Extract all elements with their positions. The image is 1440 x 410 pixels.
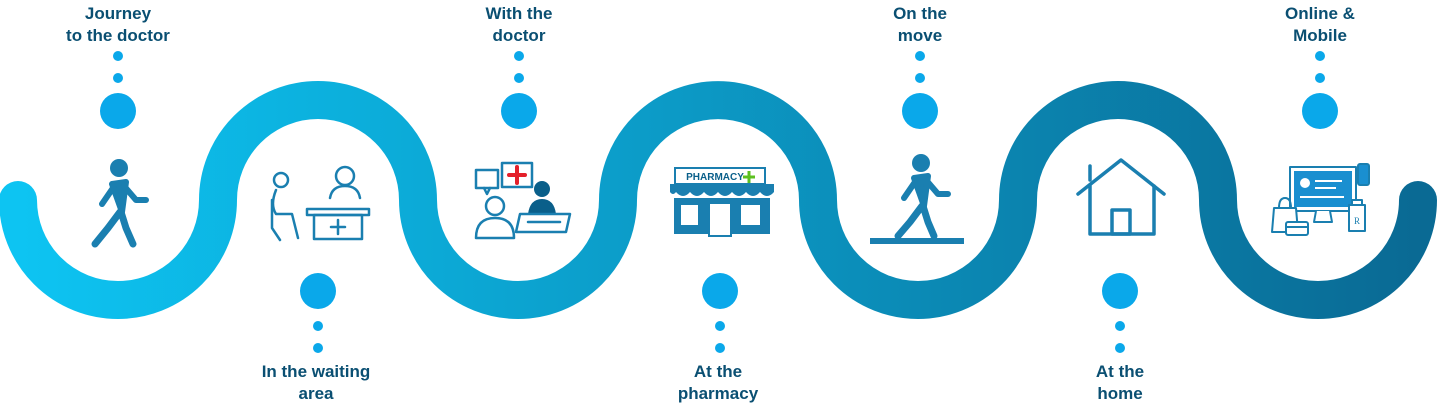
walking-on-path-icon bbox=[870, 154, 964, 244]
stage-label-line: doctor bbox=[492, 26, 546, 45]
stage-label-line: At the bbox=[1095, 362, 1145, 381]
stage-label-journey: Journey to the doctor bbox=[18, 3, 218, 47]
stage-label-home: At the home bbox=[1020, 361, 1220, 405]
stage-label-line: Journey bbox=[84, 4, 152, 23]
stage-label-with-doctor: With the doctor bbox=[419, 3, 619, 47]
doctor-consultation-icon bbox=[474, 161, 572, 240]
svg-text:R: R bbox=[1354, 216, 1360, 226]
stage-label-online: Online & Mobile bbox=[1220, 3, 1420, 47]
stage-label-pharmacy: At the pharmacy bbox=[618, 361, 818, 405]
stage-label-waiting: In the waiting area bbox=[216, 361, 416, 405]
waiting-room-icon bbox=[270, 165, 371, 242]
stage-label-line: home bbox=[1097, 384, 1143, 403]
walking-person-icon bbox=[91, 159, 149, 248]
house-icon bbox=[1076, 158, 1166, 236]
stage-label-line: On the bbox=[893, 4, 947, 23]
stage-label-line: Mobile bbox=[1293, 26, 1347, 45]
stage-label-line: At the bbox=[693, 362, 743, 381]
online-devices-icon: R bbox=[1271, 163, 1370, 236]
stage-label-line: to the doctor bbox=[66, 26, 170, 45]
connector-dots-bottom bbox=[300, 273, 1138, 353]
stage-label-on-move: On the move bbox=[820, 3, 1020, 47]
pharmacy-store-icon: PHARMACY bbox=[670, 167, 774, 237]
connector-dots-top bbox=[100, 51, 1338, 129]
stage-label-line: area bbox=[298, 384, 334, 403]
stage-label-line: pharmacy bbox=[677, 384, 759, 403]
stage-label-line: move bbox=[897, 26, 943, 45]
stage-label-line: With the bbox=[485, 4, 553, 23]
stage-label-line: In the waiting bbox=[261, 362, 371, 381]
stage-label-line: Online & bbox=[1285, 4, 1355, 23]
journey-path bbox=[0, 81, 1437, 319]
pharmacy-sign-text: PHARMACY bbox=[686, 172, 744, 183]
